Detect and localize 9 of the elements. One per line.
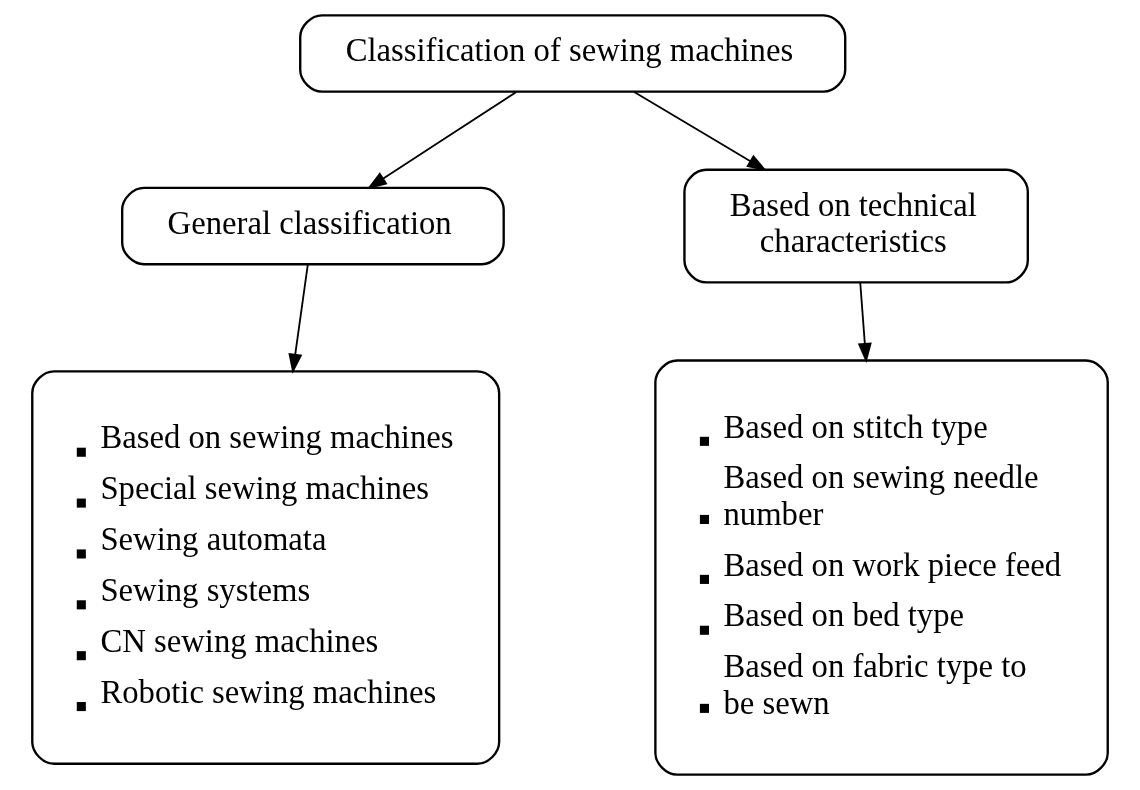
arrow <box>633 91 767 172</box>
node-box: General classification <box>121 186 505 266</box>
node-box: Based on stitch type Based on sewing needle number Based on work piece feed Based on bed type Based on fabric type to be sewn <box>654 359 1109 776</box>
node-box: Classification of sewing machines <box>299 14 847 93</box>
arrow <box>366 91 518 190</box>
node-box: Based on technical characteristics <box>683 168 1029 284</box>
node-box: Based on sewing machines Special sewing machines Sewing automata Sewing systems CN sewing machines Robotic sewing machines <box>31 370 501 765</box>
arrow <box>288 263 309 374</box>
arrow <box>857 282 872 363</box>
